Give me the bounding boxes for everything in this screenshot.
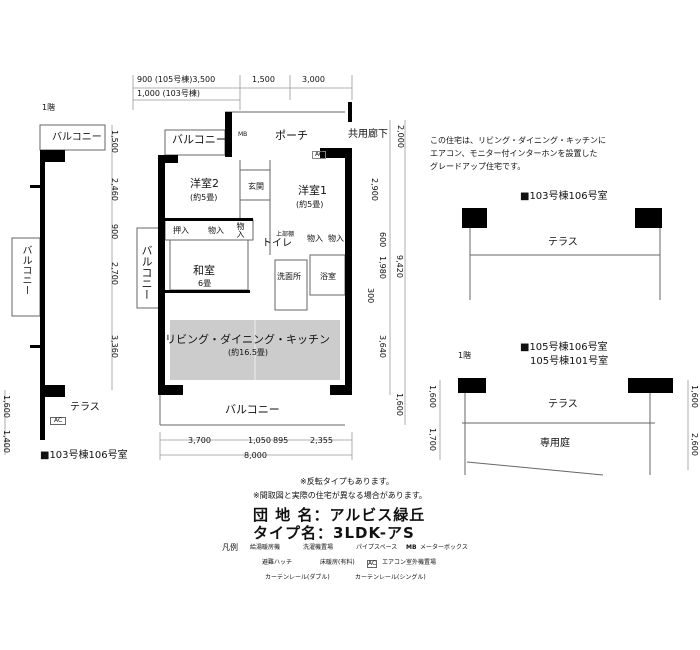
- terrace-label: テラス: [548, 237, 578, 248]
- dim: 2,355: [310, 436, 333, 445]
- dim-total-depth: 9,420: [395, 255, 404, 278]
- legend-title: 凡例: [222, 543, 238, 552]
- type-name: タイプ名：3LDK-アS: [253, 524, 415, 542]
- balcony-west: バルコニー: [140, 245, 153, 300]
- complex-name: 団 地 名：アルビス緑丘: [253, 506, 426, 524]
- dim: 1,500: [110, 130, 119, 153]
- dim: 3,640: [378, 335, 387, 358]
- dim: 1,400: [2, 430, 11, 453]
- balcony-south: バルコニー: [225, 403, 280, 416]
- washroom: 洗面所: [277, 272, 301, 281]
- plan-title: ■103号棟106号室: [520, 191, 608, 202]
- dim-top-3: 3,000: [302, 75, 325, 84]
- terrace-label: テラス: [70, 402, 100, 413]
- legend-item: 給湯暖房機: [250, 544, 281, 551]
- ac-label: AC: [312, 151, 327, 159]
- balcony-nw: バルコニー: [172, 133, 227, 146]
- dim: 1,600: [2, 395, 11, 418]
- mb-label: MB: [238, 131, 248, 138]
- dim: 1,700: [428, 428, 437, 451]
- dim: 895: [273, 436, 289, 445]
- storage: 物入: [236, 222, 245, 238]
- legend-item: MB: [406, 544, 417, 551]
- dim-top-4: 1,000 (103号棟): [137, 89, 200, 98]
- dim-total-width: 8,000: [244, 451, 267, 460]
- walls: [30, 102, 673, 440]
- dim: 3,360: [110, 335, 119, 358]
- plan-title: 105号棟101号室: [530, 356, 609, 367]
- legend-item: カーテンレール(ダブル): [265, 574, 330, 581]
- legend-item: パイプスペース: [356, 544, 398, 551]
- legend-item: 洗濯機置場: [303, 544, 334, 551]
- western-room-2: 洋室2: [190, 177, 219, 190]
- legend-item: 床暖房(有料): [320, 559, 355, 566]
- toilet-note: 上部棚: [276, 231, 295, 238]
- dim: 1,600: [395, 393, 404, 416]
- storage: 物入: [307, 234, 323, 243]
- dim: 2,460: [110, 178, 119, 201]
- balcony-side-label: バルコニー: [20, 245, 31, 295]
- common-corridor: 共用廊下: [348, 129, 388, 140]
- note-disclaimer: ※間取図と実際の住宅が異なる場合があります。: [253, 491, 427, 500]
- dim: 2,700: [110, 262, 119, 285]
- legend-item: エアコン室外機置場: [382, 559, 437, 566]
- bathroom: 浴室: [320, 272, 336, 281]
- dim: 3,700: [188, 436, 211, 445]
- outlines: [11, 111, 661, 476]
- legend-item: 避難ハッチ: [262, 559, 293, 566]
- note-line: エアコン、モニター付インターホンを設置した: [430, 149, 598, 158]
- western-room-1: 洋室1: [298, 184, 327, 197]
- entrance: 玄関: [248, 182, 264, 191]
- oshiire: 押入: [173, 226, 189, 235]
- balcony-label: バルコニー: [52, 132, 102, 143]
- storage: 物入: [328, 234, 344, 243]
- dim: 1,600: [428, 385, 437, 408]
- western-room-2-size: (約5畳): [190, 193, 218, 202]
- note-line: グレードアップ住宅です。: [430, 162, 526, 171]
- ldk: リビング・ダイニング・キッチン: [165, 333, 330, 346]
- dim: 300: [366, 288, 375, 304]
- dim: 2,000: [396, 125, 405, 148]
- legend-item: メーターボックス: [420, 544, 468, 551]
- dim: 900: [110, 224, 119, 240]
- ldk-size: (約16.5畳): [228, 348, 269, 357]
- plan-title: ■105号棟106号室: [520, 342, 608, 353]
- japanese-room-size: 6畳: [198, 279, 212, 288]
- plan-title: ■103号棟106号室: [40, 450, 128, 461]
- legend-item: カーテンレール(シングル): [355, 574, 426, 581]
- dim: 2,600: [690, 433, 699, 456]
- terrace-label: テラス: [548, 399, 578, 410]
- dim-top-2: 1,500: [252, 75, 275, 84]
- toilet: トイレ: [262, 238, 292, 249]
- note-line: この住宅は、リビング・ダイニング・キッチンに: [430, 136, 606, 145]
- dimension-lines: [4, 75, 689, 470]
- floor-label: 1階: [458, 351, 472, 360]
- dim: 1,600: [690, 385, 699, 408]
- dim: 1,050: [248, 436, 271, 445]
- dim-top-1: 900 (105号棟)3,500: [137, 75, 216, 84]
- western-room-1-size: (約5畳): [296, 200, 324, 209]
- garden-label: 専用庭: [540, 438, 570, 449]
- dim: 2,900: [370, 178, 379, 201]
- dim: 1,980: [378, 256, 387, 279]
- legend-item: AC: [367, 560, 378, 568]
- floor-label: 1階: [42, 103, 56, 112]
- ac-label: AC: [50, 417, 67, 425]
- japanese-room: 和室: [193, 264, 215, 277]
- storage: 物入: [208, 226, 224, 235]
- dim: 600: [378, 232, 387, 248]
- porch: ポーチ: [275, 129, 308, 142]
- note-reverse: ※反転タイプもあります。: [300, 477, 394, 486]
